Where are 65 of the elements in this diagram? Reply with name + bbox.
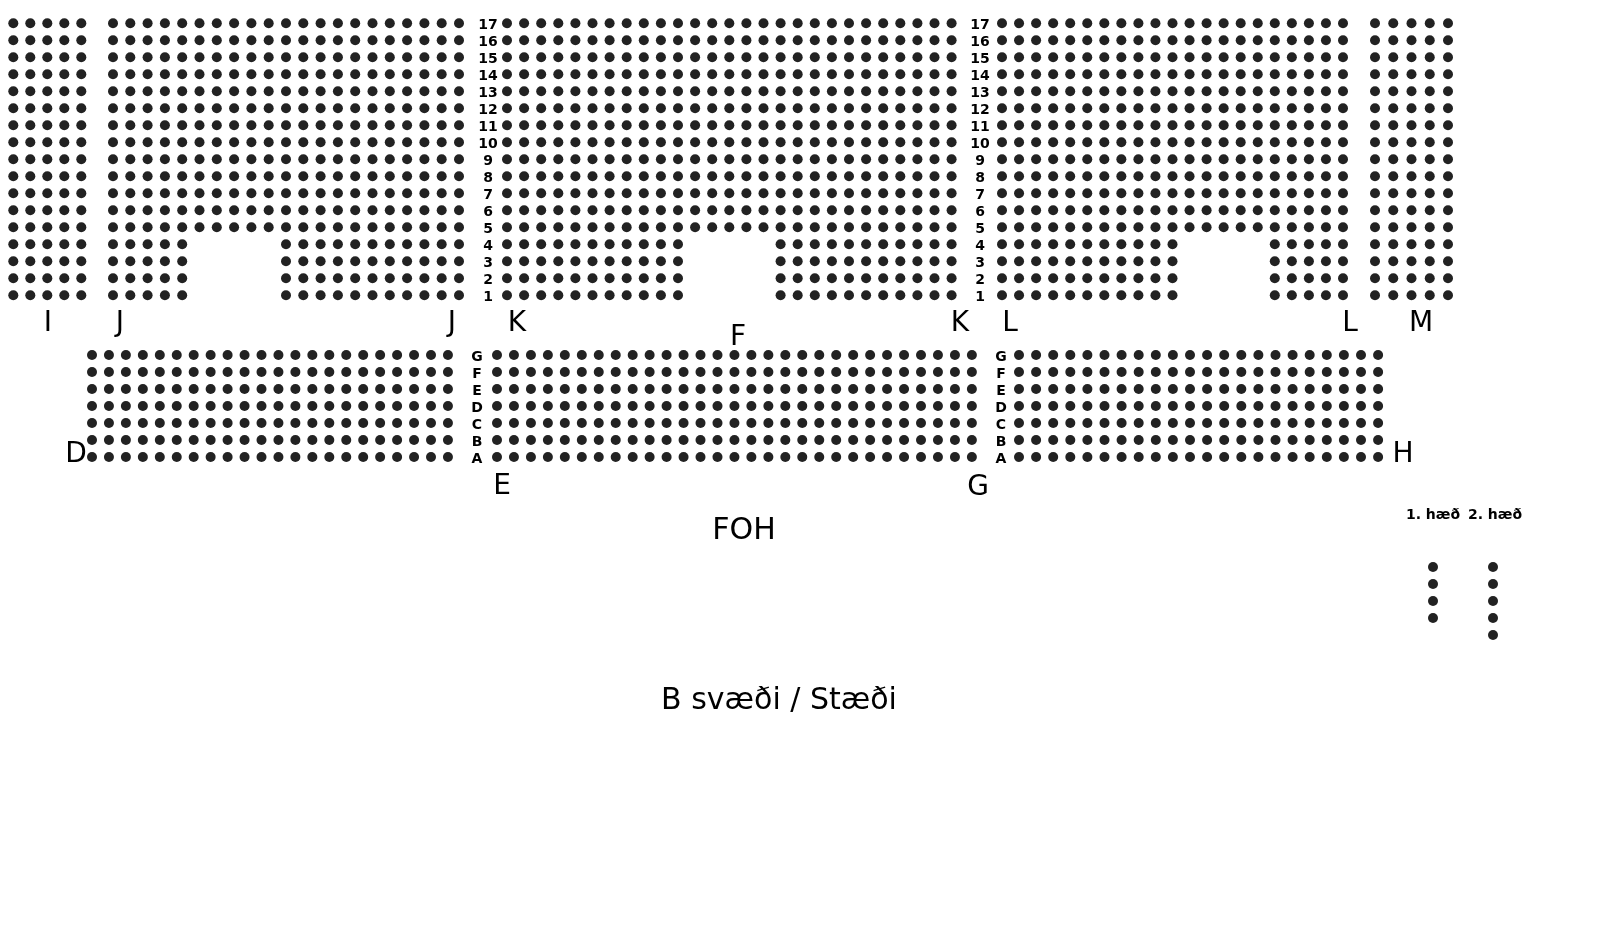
row-number: 12 xyxy=(478,101,498,116)
row-letter: C xyxy=(995,417,1007,431)
row-number: 7 xyxy=(975,186,985,201)
row-number: 10 xyxy=(478,135,498,150)
row-number: 10 xyxy=(970,135,990,150)
row-letter: D xyxy=(995,400,1007,414)
row-number: 9 xyxy=(483,152,493,167)
row-letter: E xyxy=(472,383,482,397)
section-letter: G xyxy=(967,472,989,500)
row-number: 12 xyxy=(970,101,990,116)
row-letter: G xyxy=(995,349,1007,363)
row-letter: D xyxy=(471,400,483,414)
row-number: 2 xyxy=(975,271,985,286)
row-letter: B xyxy=(471,434,483,448)
row-letter: B xyxy=(995,434,1007,448)
row-letter: F xyxy=(996,366,1006,380)
row-number: 4 xyxy=(483,237,493,252)
row-number: 16 xyxy=(970,33,990,48)
row-number: 6 xyxy=(483,203,493,218)
row-number: 7 xyxy=(483,186,493,201)
row-number: 14 xyxy=(478,67,498,82)
row-number: 1 xyxy=(483,288,493,303)
row-number: 8 xyxy=(483,169,493,184)
row-number: 13 xyxy=(970,84,990,99)
row-letter: A xyxy=(995,451,1007,465)
row-number: 13 xyxy=(478,84,498,99)
row-letter: E xyxy=(996,383,1006,397)
floor-label: 1. hæð xyxy=(1405,507,1461,521)
section-letter: H xyxy=(1392,439,1414,467)
section-letter: M xyxy=(1408,308,1434,336)
row-number: 2 xyxy=(483,271,493,286)
row-letter: F xyxy=(472,366,482,380)
section-letter: D xyxy=(65,439,87,467)
row-number: 5 xyxy=(483,220,493,235)
row-number: 5 xyxy=(975,220,985,235)
row-number: 15 xyxy=(478,50,498,65)
floor-label: 2. hæð xyxy=(1467,507,1523,521)
row-number: 3 xyxy=(483,254,493,269)
section-letter: I xyxy=(43,308,53,336)
row-number: 1 xyxy=(975,288,985,303)
section-letter: K xyxy=(507,308,527,336)
area-label: FOH xyxy=(712,514,776,544)
section-letter: J xyxy=(447,308,457,336)
row-number: 11 xyxy=(478,118,498,133)
row-number: 3 xyxy=(975,254,985,269)
row-number: 11 xyxy=(970,118,990,133)
section-letter: E xyxy=(493,471,511,499)
row-number: 8 xyxy=(975,169,985,184)
section-letter: F xyxy=(729,322,747,350)
row-number: 9 xyxy=(975,152,985,167)
row-number: 16 xyxy=(478,33,498,48)
row-letter: C xyxy=(471,417,483,431)
section-letter: L xyxy=(1342,308,1358,336)
section-letter: J xyxy=(115,308,125,336)
row-letter: A xyxy=(471,451,483,465)
row-number: 6 xyxy=(975,203,985,218)
row-letter: G xyxy=(471,349,483,363)
row-number: 15 xyxy=(970,50,990,65)
row-number: 17 xyxy=(478,16,498,31)
section-letter: L xyxy=(1002,308,1018,336)
row-number: 14 xyxy=(970,67,990,82)
zone-label: B svæði / Stæði xyxy=(661,684,897,714)
section-letter: K xyxy=(950,308,970,336)
row-number: 4 xyxy=(975,237,985,252)
row-number: 17 xyxy=(970,16,990,31)
